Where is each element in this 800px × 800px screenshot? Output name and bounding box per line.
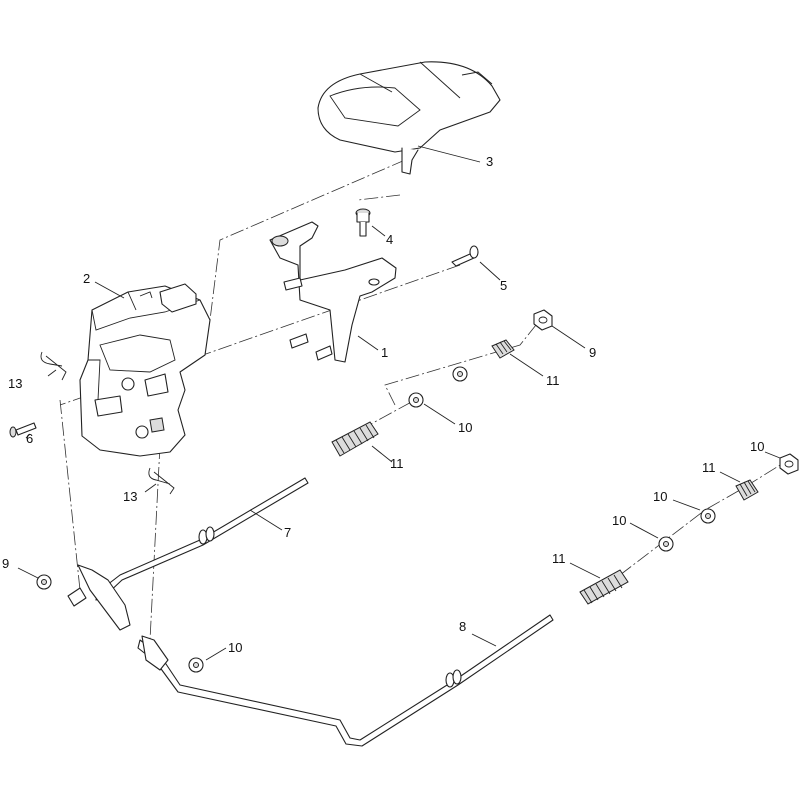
washer-part-10-5 — [36, 574, 52, 590]
spring-part-11-long-upper — [331, 421, 379, 457]
callout-8: 8 — [459, 619, 466, 634]
callout-10-lower-right: 10 — [653, 489, 667, 504]
washer-part-10-4 — [658, 536, 674, 552]
spring-part-11-short-lower — [735, 479, 759, 501]
callout-7: 7 — [284, 525, 291, 540]
callout-3: 3 — [486, 154, 493, 169]
cover-part-3 — [317, 61, 501, 175]
rod-part-8 — [137, 614, 554, 747]
bolt-part-4 — [355, 208, 371, 237]
callout-11-upper-long: 11 — [390, 456, 404, 471]
callout-11-upper-short: 11 — [546, 373, 560, 388]
washer-part-10-6 — [188, 657, 204, 673]
washer-part-10-2 — [408, 392, 424, 408]
spring-part-11-long-lower — [579, 569, 629, 605]
rod-part-7 — [67, 477, 309, 631]
callout-6: 6 — [26, 431, 33, 446]
callout-13-lower: 13 — [123, 489, 137, 504]
callout-9-upper: 9 — [589, 345, 596, 360]
leader-lines — [17, 145, 781, 661]
hairpin-clip-13-lower — [148, 467, 175, 495]
callout-10-bottom: 10 — [228, 640, 242, 655]
spring-part-11-short-upper — [491, 339, 515, 359]
callout-10-lower-left: 10 — [612, 513, 626, 528]
callout-5: 5 — [500, 278, 507, 293]
callout-labels: 3 4 5 1 2 9 11 10 11 13 6 13 7 9 8 10 11… — [2, 154, 764, 655]
callout-13-upper: 13 — [8, 376, 22, 391]
actuator-part-2 — [79, 283, 211, 457]
callout-10-left: 9 — [2, 556, 9, 571]
screw-part-6 — [9, 422, 37, 438]
callout-1: 1 — [381, 345, 388, 360]
callout-9-lower: 10 — [750, 439, 764, 454]
callout-11-lower-long: 11 — [552, 551, 566, 566]
callout-4: 4 — [386, 232, 393, 247]
hairpin-clip-13-upper — [40, 351, 67, 381]
washer-part-10-1 — [452, 366, 468, 382]
nut-part-9-upper — [533, 309, 553, 331]
callout-10-upper: 10 — [458, 420, 472, 435]
bracket-part-1 — [269, 221, 397, 363]
callout-2: 2 — [83, 271, 90, 286]
nut-part-9-lower — [779, 453, 799, 475]
callout-11-lower-short: 11 — [702, 460, 716, 475]
pin-part-5 — [451, 245, 479, 267]
washer-part-10-3 — [700, 508, 716, 524]
